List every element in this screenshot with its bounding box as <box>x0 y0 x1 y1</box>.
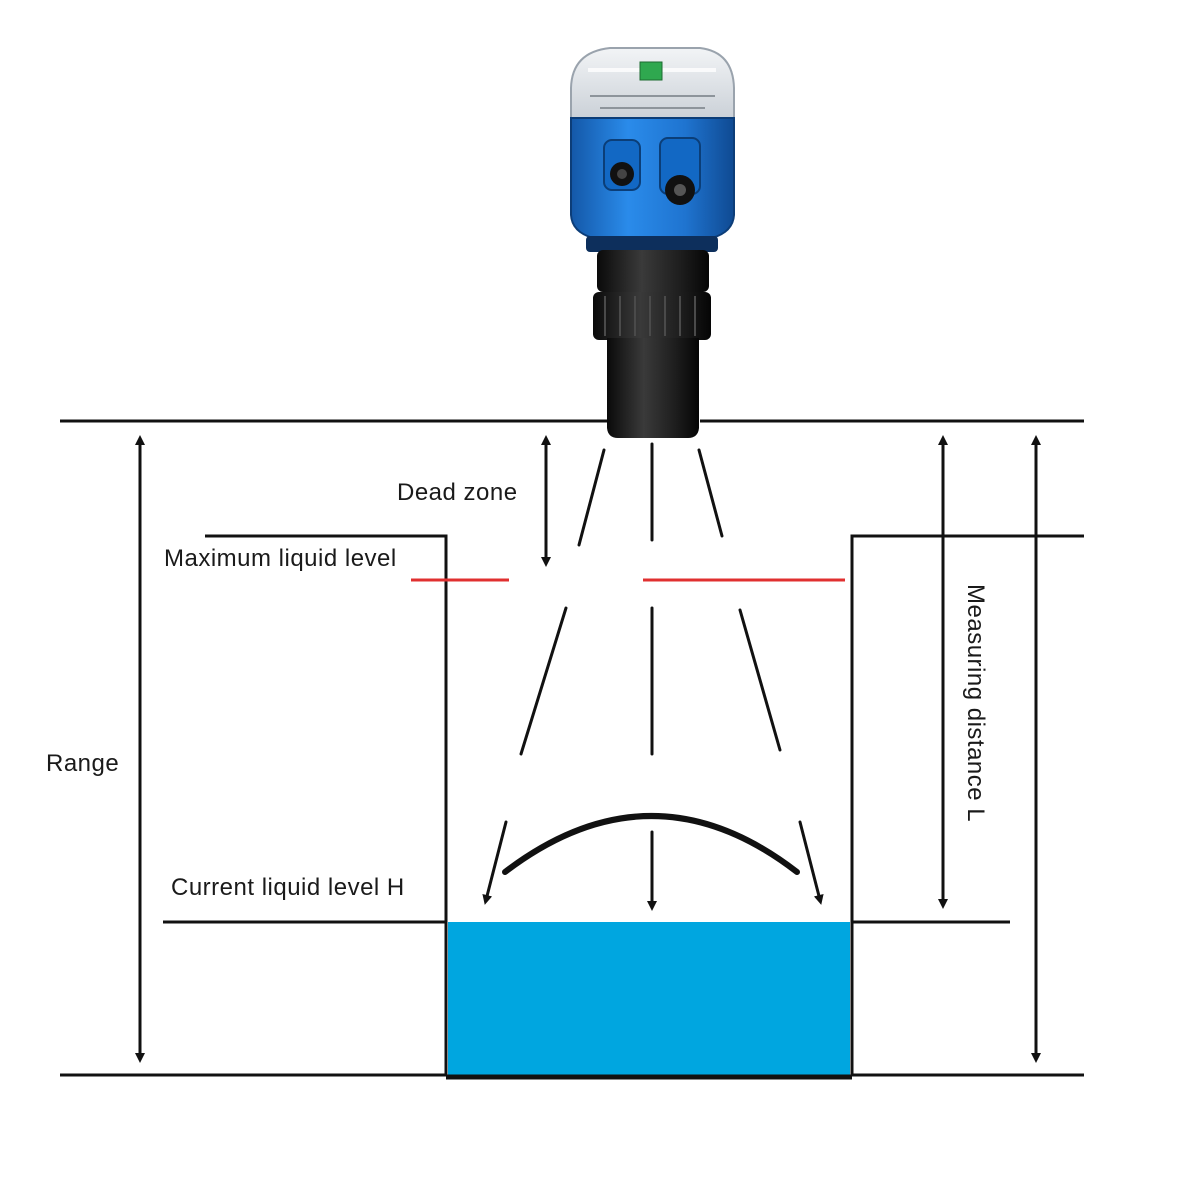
current-liquid-level-label: Current liquid level H <box>171 874 405 901</box>
measuring-distance-label: Measuring distance L <box>962 584 989 822</box>
tank-left-wall <box>205 534 448 1076</box>
tank <box>205 534 1084 1080</box>
tank-right-wall <box>850 534 1084 1076</box>
ultrasonic-level-sensor-icon <box>570 47 735 438</box>
beam-dash <box>697 448 724 538</box>
dead-zone-label: Dead zone <box>397 479 518 506</box>
dimension-arrows <box>135 435 1041 1063</box>
reflection-arrows <box>482 813 824 911</box>
beam-dash <box>519 606 568 756</box>
reference-lines <box>60 419 1084 1077</box>
reflection-arrow-right <box>798 820 824 905</box>
ultrasonic-beam <box>519 442 782 756</box>
beam-dash <box>577 448 606 547</box>
beam-dash <box>738 608 782 752</box>
maximum-liquid-level-label: Maximum liquid level <box>164 545 397 572</box>
range-label: Range <box>46 750 119 777</box>
reflection-arc <box>502 813 800 875</box>
reflection-arrow-left <box>482 820 508 905</box>
liquid-fill <box>448 922 850 1076</box>
